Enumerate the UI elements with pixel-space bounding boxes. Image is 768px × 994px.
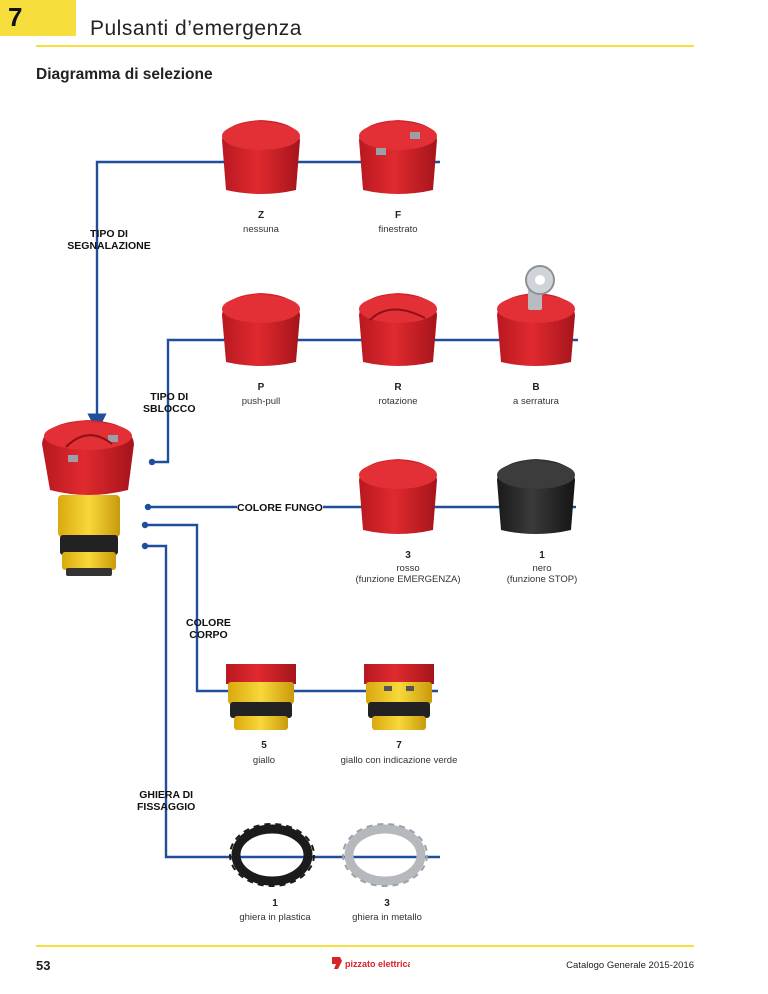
footer-rule — [36, 945, 694, 947]
connector-segnalazione — [87, 160, 440, 433]
option-code-ghiera-3: 3 — [384, 898, 390, 909]
option-desc-fungo-3: rosso (funzione EMERGENZA) — [308, 563, 508, 585]
category-line: TIPO DI — [150, 391, 189, 403]
option-code-z: Z — [257, 210, 265, 221]
option-code-f: F — [394, 210, 402, 221]
connector-ghiera — [145, 544, 440, 859]
catalog-label: Catalogo Generale 2015-2016 — [566, 960, 694, 971]
page-title: Pulsanti d’emergenza — [90, 17, 302, 40]
mushroom-image-f — [359, 120, 437, 194]
option-desc-r: rotazione — [378, 396, 418, 407]
desc-line: nero — [532, 563, 552, 574]
desc-line: (funzione STOP) — [506, 574, 578, 585]
option-code-ghiera-1: 1 — [272, 898, 278, 909]
mushroom-image-p — [222, 293, 300, 366]
ring-image-plastic — [229, 823, 315, 887]
mushroom-image-black — [497, 459, 575, 534]
option-desc-b: a serratura — [513, 396, 559, 407]
option-desc-f: finestrato — [378, 224, 418, 235]
option-code-corpo-5: 5 — [261, 740, 267, 751]
category-line: GHIERA DI — [139, 789, 194, 801]
mushroom-image-z — [222, 120, 300, 194]
chapter-number: 7 — [8, 2, 23, 32]
option-code-corpo-7: 7 — [396, 740, 402, 751]
connector-corpo — [145, 523, 438, 693]
main-button-image — [42, 420, 134, 576]
desc-line: (funzione EMERGENZA) — [355, 574, 461, 585]
desc-line: rosso — [396, 563, 420, 574]
mushroom-image-r — [359, 293, 437, 366]
category-tipo-sblocco: TIPO DI SBLOCCO — [143, 391, 196, 415]
option-desc-ghiera-1: ghiera in plastica — [239, 912, 311, 923]
connector-dots — [141, 458, 156, 550]
category-tipo-segnalazione: TIPO DI SEGNALAZIONE — [54, 228, 164, 252]
category-line: FISSAGGIO — [137, 801, 196, 813]
option-code-fungo-3: 3 — [405, 550, 411, 561]
mushroom-image-red — [359, 459, 437, 534]
ring-image-metal — [342, 823, 428, 887]
category-line: COLORE — [186, 617, 231, 629]
section-title: Diagramma di selezione — [36, 66, 213, 83]
option-code-fungo-1: 1 — [539, 550, 545, 561]
category-colore-corpo: COLORE CORPO — [186, 617, 231, 641]
connector-lines — [87, 160, 578, 859]
brand-logo: pizzato elettrica — [330, 955, 414, 976]
category-line: TIPO DI — [90, 228, 128, 240]
page-number: 53 — [36, 958, 51, 973]
option-desc-corpo-5: giallo — [252, 755, 276, 766]
category-line: CORPO — [189, 629, 228, 641]
option-code-r: R — [394, 382, 402, 393]
brand-logo-icon: pizzato elettrica — [332, 957, 414, 969]
option-desc-p: push-pull — [241, 396, 281, 407]
option-code-p: P — [257, 382, 265, 393]
category-ghiera-fissaggio: GHIERA DI FISSAGGIO — [137, 789, 195, 813]
option-desc-corpo-7: giallo con indicazione verde — [340, 755, 458, 766]
body-image-yellow-green — [364, 664, 434, 730]
option-desc-z: nessuna — [243, 224, 279, 235]
category-line: SEGNALAZIONE — [67, 240, 151, 252]
option-code-b: B — [532, 382, 540, 393]
header-rule — [36, 45, 694, 47]
brand-name: pizzato elettrica — [345, 959, 410, 969]
category-colore-fungo: COLORE FUNGO — [237, 502, 323, 514]
category-line: SBLOCCO — [143, 403, 196, 415]
option-desc-fungo-1: nero (funzione STOP) — [442, 563, 642, 585]
mushroom-image-b — [497, 265, 575, 366]
chapter-tab: 7 — [0, 0, 76, 36]
option-desc-ghiera-3: ghiera in metallo — [352, 912, 422, 923]
body-image-yellow — [226, 664, 296, 730]
